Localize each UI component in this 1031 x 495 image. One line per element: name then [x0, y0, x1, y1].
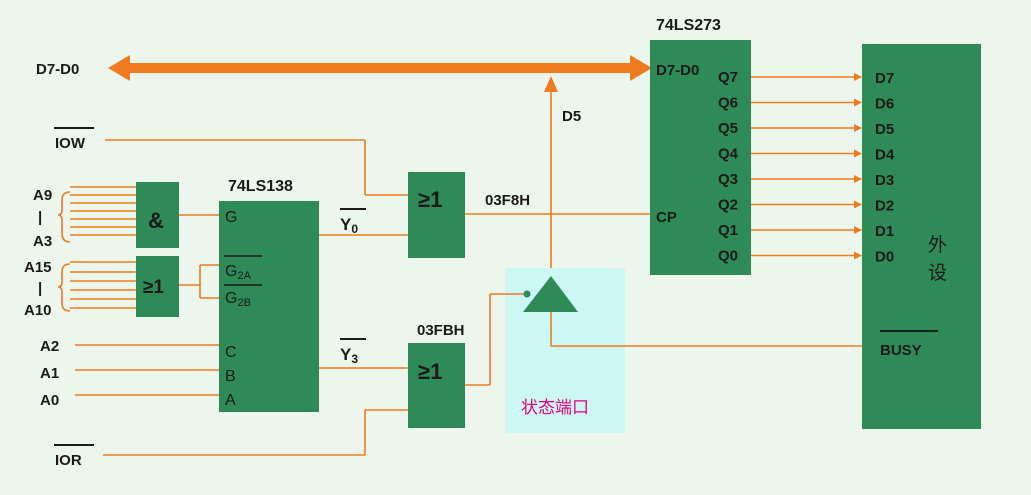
decoder-74ls138	[219, 201, 319, 412]
latch-output-q1: Q1	[718, 222, 738, 239]
a15-a10-wires	[70, 261, 136, 309]
peripheral-input-d3: D3	[875, 172, 894, 189]
decoder-pin-g2b: G2B	[225, 290, 251, 309]
latch-cp-label: CP	[656, 209, 677, 226]
data-bus	[108, 55, 652, 81]
peripheral-input-d7: D7	[875, 70, 894, 87]
a9-label: A9	[33, 187, 52, 204]
busy-wire	[550, 312, 862, 347]
peripheral-input-d6: D6	[875, 96, 894, 113]
or-gate-read-symbol: ≥1	[418, 359, 442, 384]
peripheral-device	[862, 44, 981, 429]
peripheral-name-2: 设	[928, 262, 947, 284]
latch-input-label: D7-D0	[656, 62, 699, 79]
a9-a3-wires	[70, 186, 136, 236]
addr-in-label: 03FBH	[417, 322, 465, 339]
a15-label: A15	[24, 259, 52, 276]
decoder-pin-c: C	[225, 344, 237, 361]
d5-label: D5	[562, 108, 581, 125]
a3-label: A3	[33, 233, 52, 250]
a10-label: A10	[24, 302, 52, 319]
iow-label: IOW	[55, 135, 86, 152]
y3-label: Y3	[340, 345, 358, 366]
or-gate-high	[136, 256, 179, 317]
peripheral-input-d0: D0	[875, 249, 894, 266]
busy-label: BUSY	[880, 342, 922, 359]
data-output-wires	[751, 73, 862, 260]
iow-wire	[105, 139, 408, 196]
latch-output-q4: Q4	[718, 146, 739, 163]
a1-label: A1	[40, 365, 59, 382]
read-enable-wire	[465, 293, 525, 386]
and-gate	[136, 182, 179, 248]
a0-label: A0	[40, 392, 59, 409]
latch-output-q3: Q3	[718, 171, 738, 188]
decoder-pin-a: A	[225, 392, 236, 409]
bus-label: D7-D0	[36, 61, 79, 78]
addr-out-label: 03F8H	[485, 192, 530, 209]
peripheral-input-d2: D2	[875, 198, 894, 215]
latch-title: 74LS273	[656, 17, 721, 34]
decoder-pin-g2a: G2A	[225, 263, 252, 282]
d5-arrow	[544, 76, 558, 92]
peripheral-input-d1: D1	[875, 223, 894, 240]
decoder-pin-b: B	[225, 368, 236, 385]
a9-sep: |	[38, 209, 42, 226]
a2-label: A2	[40, 338, 59, 355]
a15-sep: |	[38, 280, 42, 297]
peripheral-name-1: 外	[928, 234, 947, 256]
g2-wires	[179, 264, 219, 299]
ior-wire	[103, 409, 408, 456]
latch-output-q2: Q2	[718, 197, 738, 214]
or-gate-read	[408, 343, 465, 428]
tristate-enable-bubble	[523, 290, 531, 298]
latch-output-q6: Q6	[718, 95, 738, 112]
ior-label: IOR	[55, 452, 82, 469]
or-gate-write-symbol: ≥1	[418, 187, 442, 212]
latch-output-q5: Q5	[718, 120, 738, 137]
latch-74ls273	[650, 40, 751, 275]
or-gate-write	[408, 172, 465, 258]
peripheral-input-d4: D4	[875, 147, 895, 164]
decoder-pin-g: G	[225, 209, 237, 226]
peripheral-input-d5: D5	[875, 121, 894, 138]
latch-output-q0: Q0	[718, 248, 738, 265]
tristate-buffer	[523, 276, 578, 312]
and-gate-symbol: &	[148, 208, 164, 233]
or-gate-high-symbol: ≥1	[143, 277, 164, 298]
decoder-title: 74LS138	[228, 178, 293, 195]
latch-output-q7: Q7	[718, 69, 738, 86]
y0-label: Y0	[340, 215, 358, 236]
status-port-label: 状态端口	[521, 398, 589, 418]
